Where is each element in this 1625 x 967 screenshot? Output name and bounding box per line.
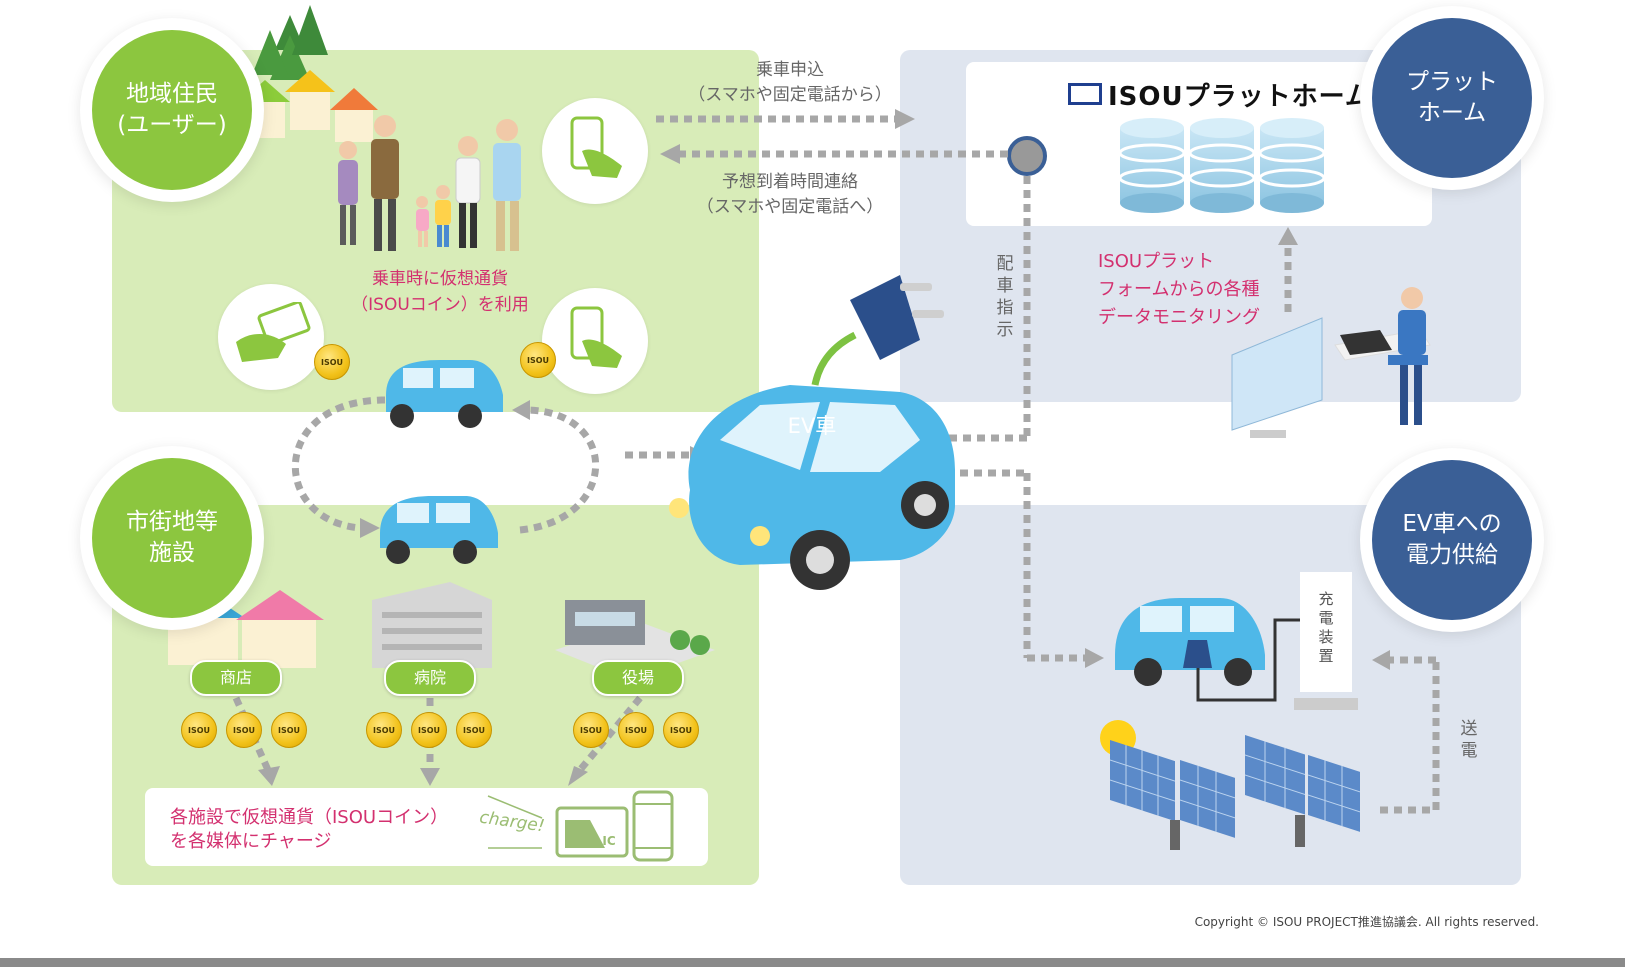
phone-hand-icon [570,116,622,178]
plug-icon [811,275,944,386]
platform-node-icon [1007,136,1047,176]
charge-lines [487,795,543,849]
monitoring-label: ISOUプラット フォームからの各種 データモニタリング [1098,251,1260,328]
copyright-text: Copyright © ISOU PROJECT推進協議会. All right… [1194,915,1539,929]
database-icon [1118,118,1326,213]
isou-coin-icon: ISOU [411,712,447,748]
isou-coin-icon: ISOU [314,344,350,380]
facility-hospital: 病院 [384,660,476,696]
ev-car-label: EV車 [787,414,837,438]
hospital-building-illustration [372,582,492,668]
small-car-bottom [380,496,498,564]
isou-coin-icon: ISOU [573,712,609,748]
flow-lines [232,115,1440,814]
facility-shop: 商店 [190,660,282,696]
small-car-top [386,360,503,428]
solar-panel-illustration [1100,720,1360,850]
houses-illustration [240,5,378,142]
card-hand-icon [236,302,311,362]
facility-office: 役場 [592,660,684,696]
ride-request-label: 乗車申込 （スマホや固定電話から） [688,60,892,105]
charge-note: 各施設で仮想通貨（ISOUコイン） を各媒体にチャージ [170,807,449,852]
charger-base [1294,698,1358,710]
charger-station [1300,572,1352,692]
transmission-label: 送 電 [1460,719,1478,761]
ev-car-illustration [669,385,955,590]
platform-logo: ISOUプラットホーム [1068,78,1372,112]
badge-residents: 地域住民 (ユーザー) [92,30,252,190]
badge-power: EV車への 電力供給 [1372,460,1532,620]
isou-logo-icon [1068,83,1102,105]
charge-box [145,788,708,866]
isou-coin-icon: ISOU [226,712,262,748]
shop-building-illustration [160,588,324,668]
isou-coin-icon: ISOU [181,712,217,748]
charge-media-icons [555,790,674,862]
isou-coin-icon: ISOU [618,712,654,748]
isou-coin-icon: ISOU [271,712,307,748]
bottom-bar [0,958,1625,967]
badge-platform: プラット ホーム [1372,18,1532,178]
dispatch-label: 配 車 指 示 [990,253,1020,341]
phone-hand-icon [570,306,622,368]
arrival-notice-label: 予想到着時間連絡 （スマホや固定電話へ） [696,172,884,217]
operator-illustration [1231,287,1431,438]
isou-coin-icon: ISOU [366,712,402,748]
charging-car-illustration [1115,598,1300,702]
charger-label: 充 電 装 置 [1318,590,1334,665]
isou-coin-icon: ISOU [663,712,699,748]
coin-use-label: 乗車時に仮想通貨 （ISOUコイン）を利用 [351,269,529,315]
badge-facilities: 市街地等 施設 [92,458,252,618]
ic-label: IC [602,834,616,848]
isou-coin-icon: ISOU [456,712,492,748]
family-illustration [338,115,521,251]
isou-coin-icon: ISOU [520,342,556,378]
